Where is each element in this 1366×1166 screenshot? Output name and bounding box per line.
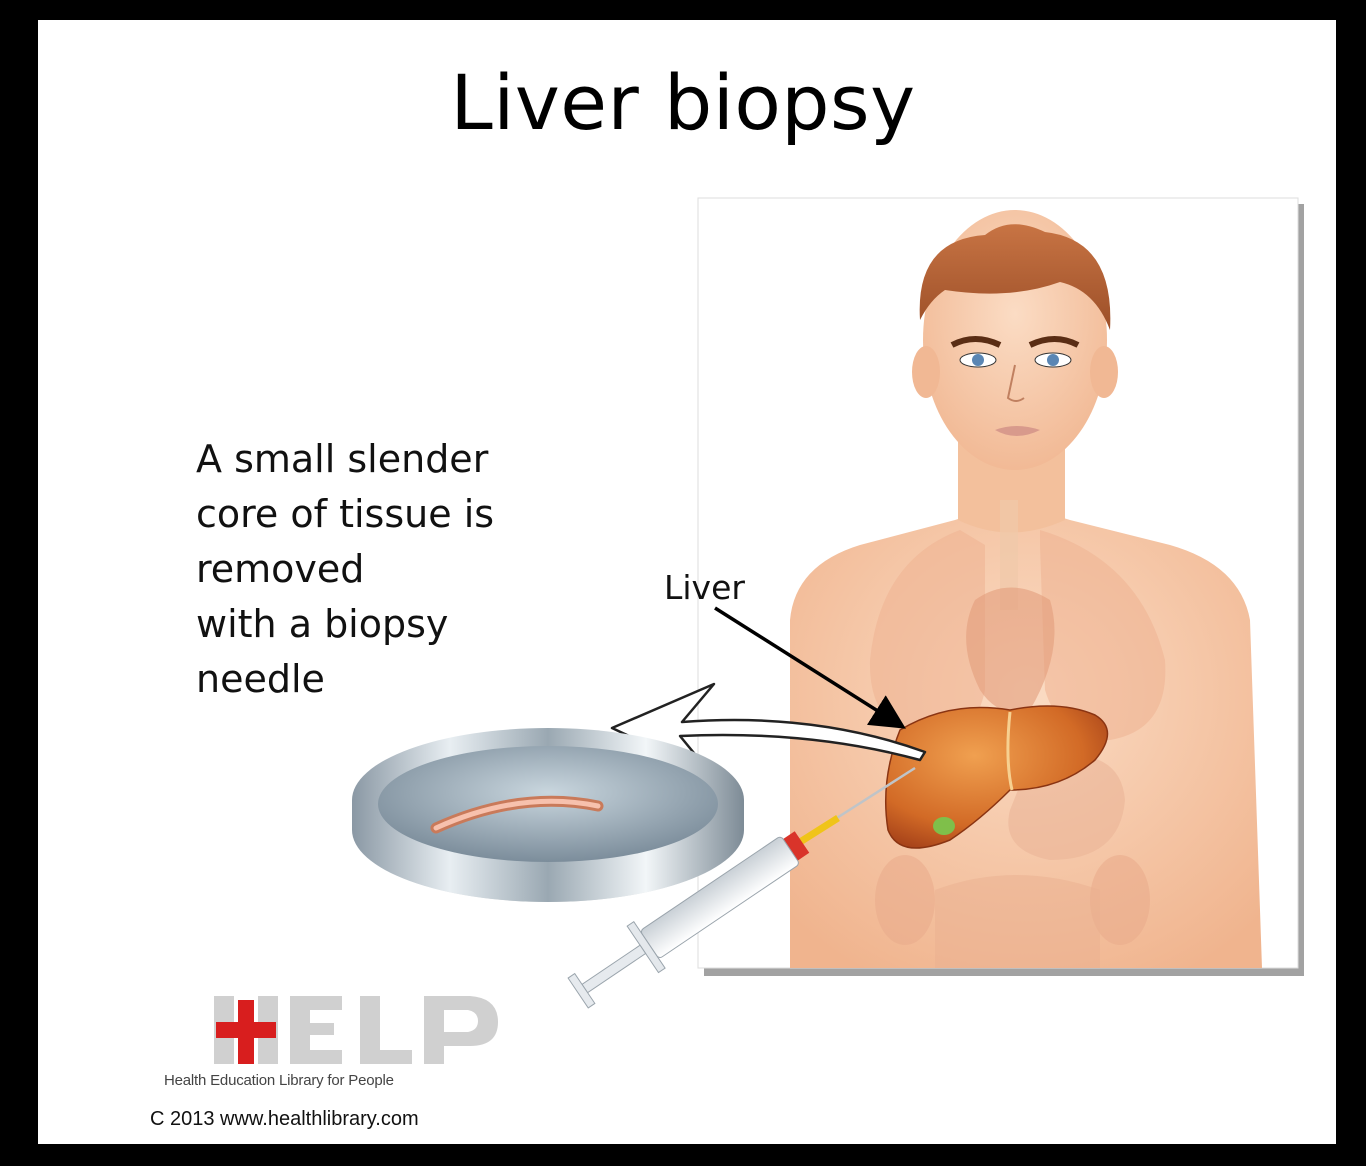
petri-dish <box>352 728 744 902</box>
iris-right <box>972 354 984 366</box>
liver-label: Liver <box>664 568 745 607</box>
kidney-right <box>875 855 935 945</box>
syringe-plunger <box>582 945 646 992</box>
help-logo <box>214 996 498 1064</box>
logo-cross-horizontal <box>216 1022 276 1038</box>
ear-left <box>1090 346 1118 398</box>
gallbladder <box>933 817 955 835</box>
ear-right <box>912 346 940 398</box>
iris-left <box>1047 354 1059 366</box>
copyright-notice: C 2013 www.healthlibrary.com <box>150 1108 419 1131</box>
logo-caption: Health Education Library for People <box>164 1072 394 1089</box>
logo-p <box>424 996 498 1064</box>
intestines <box>935 875 1100 968</box>
